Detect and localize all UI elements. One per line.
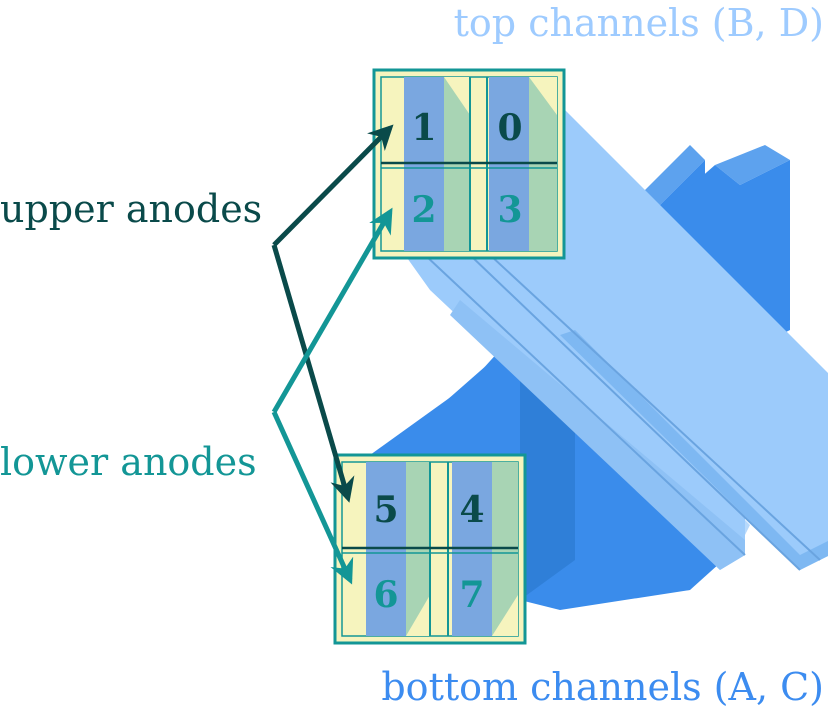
anode-label-2: 2 [411,189,436,231]
anode-label-7: 7 [459,574,484,616]
top-anode-block: 1 0 2 3 [372,68,566,260]
lower-arrow-to-2 [271,207,393,414]
anode-label-3: 3 [497,189,522,231]
lower-anodes-arrows [271,207,393,585]
upper-anodes-label: upper anodes [0,187,262,231]
top-channel-bars [405,90,828,571]
top-bar-edge-1 [424,254,746,556]
anode-label-6: 6 [373,574,398,616]
bottom-col-1-yellow-wedge [406,595,430,636]
anode-label-5: 5 [373,489,398,531]
top-bar-left-face [450,300,745,570]
top-channels-label: top channels (B, D) [454,1,824,45]
top-col-2-yellow-wedge [529,77,557,115]
upper-arrow-to-5 [271,244,355,503]
anode-label-0: 0 [497,107,522,149]
bottom-col-2-yellow-wedge [492,595,518,636]
anode-label-4: 4 [459,489,484,531]
top-bar-edge-2 [469,254,801,571]
lower-arrow-to-6 [271,410,354,585]
bottom-bar-rear-top [640,145,705,210]
lower-anodes-label: lower anodes [0,440,257,484]
top-bar-right-body [485,90,828,570]
top-bar-edge-3 [489,254,821,561]
upper-arrow-to-1 [272,124,394,247]
top-col-1-yellow-wedge [444,77,470,115]
anode-label-1: 1 [411,107,436,149]
bottom-anode-block: 5 4 6 7 [333,453,527,645]
bottom-channels-label: bottom channels (A, C) [381,665,824,709]
upper-anodes-arrows [271,124,394,503]
bottom-bar-front-top [715,145,790,185]
top-bar-right-edge [560,330,828,570]
